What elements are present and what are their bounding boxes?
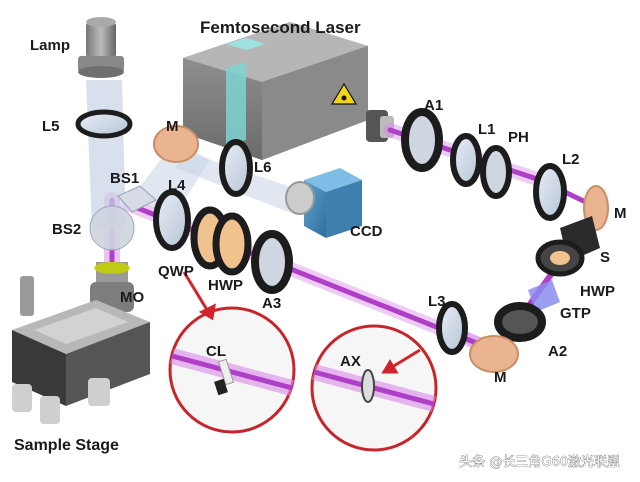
femtosecond-laser [183, 22, 394, 160]
label-gtp: GTP [560, 305, 591, 322]
label-hwp-left: HWP [208, 277, 243, 294]
label-bs1: BS1 [110, 170, 139, 187]
label-m-top: M [166, 118, 179, 135]
label-m-right: M [614, 205, 627, 222]
label-cl: CL [206, 343, 226, 360]
label-ax: AX [340, 353, 361, 370]
label-l1: L1 [478, 121, 496, 138]
label-ccd: CCD [350, 223, 383, 240]
mirror-bottom [469, 335, 519, 373]
warning-laser-icon [330, 82, 358, 105]
label-l3: L3 [428, 293, 446, 310]
laser-top-face [183, 22, 368, 82]
label-sample-stage: Sample Stage [14, 437, 119, 454]
beam-splitter-bs1 [117, 185, 157, 213]
arrow-icon [182, 271, 421, 374]
waveplate-hwp-left [212, 212, 252, 276]
label-s: S [600, 249, 610, 266]
label-lamp: Lamp [30, 37, 70, 54]
label-bs2: BS2 [52, 221, 81, 238]
label-m-bottom: M [494, 369, 507, 386]
inset-ax [310, 324, 438, 452]
lens-l4 [153, 189, 191, 251]
label-l5: L5 [42, 118, 60, 135]
label-hwp-right: HWP [580, 283, 615, 300]
lens-l1 [450, 133, 482, 187]
aperture-a2 [494, 302, 546, 342]
lens-l5 [75, 109, 133, 139]
aperture-a1 [401, 108, 443, 172]
label-ph: PH [508, 129, 529, 146]
sample-stage [12, 276, 150, 424]
laser-accent-stripe [226, 62, 246, 146]
label-mo: MO [120, 289, 144, 306]
prism-gtp [528, 280, 560, 312]
watermark: 头条 @长三角G60激光联盟 [459, 454, 620, 470]
label-a1: A1 [424, 97, 443, 114]
laser-front-face [262, 46, 368, 160]
mirror-top [153, 125, 199, 163]
shutter-s [535, 216, 600, 277]
lamp [78, 17, 124, 78]
ccd-camera [285, 168, 362, 238]
label-l4: L4 [168, 177, 186, 194]
label-l6: L6 [254, 159, 272, 176]
label-l2: L2 [562, 151, 580, 168]
laser-accent-top [226, 38, 266, 50]
beam-splitter-bs2 [89, 205, 135, 251]
label-qwp: QWP [158, 263, 194, 280]
label-a2: A2 [548, 343, 567, 360]
pinhole-ph [480, 145, 512, 199]
lens-l2 [533, 163, 567, 221]
inset-cl [168, 306, 296, 434]
lens-l3 [436, 301, 468, 355]
title-femtosecond-laser: Femtosecond Laser [200, 18, 361, 37]
aperture-a3 [251, 230, 293, 294]
lens-l6 [219, 139, 253, 197]
label-a3: A3 [262, 295, 281, 312]
